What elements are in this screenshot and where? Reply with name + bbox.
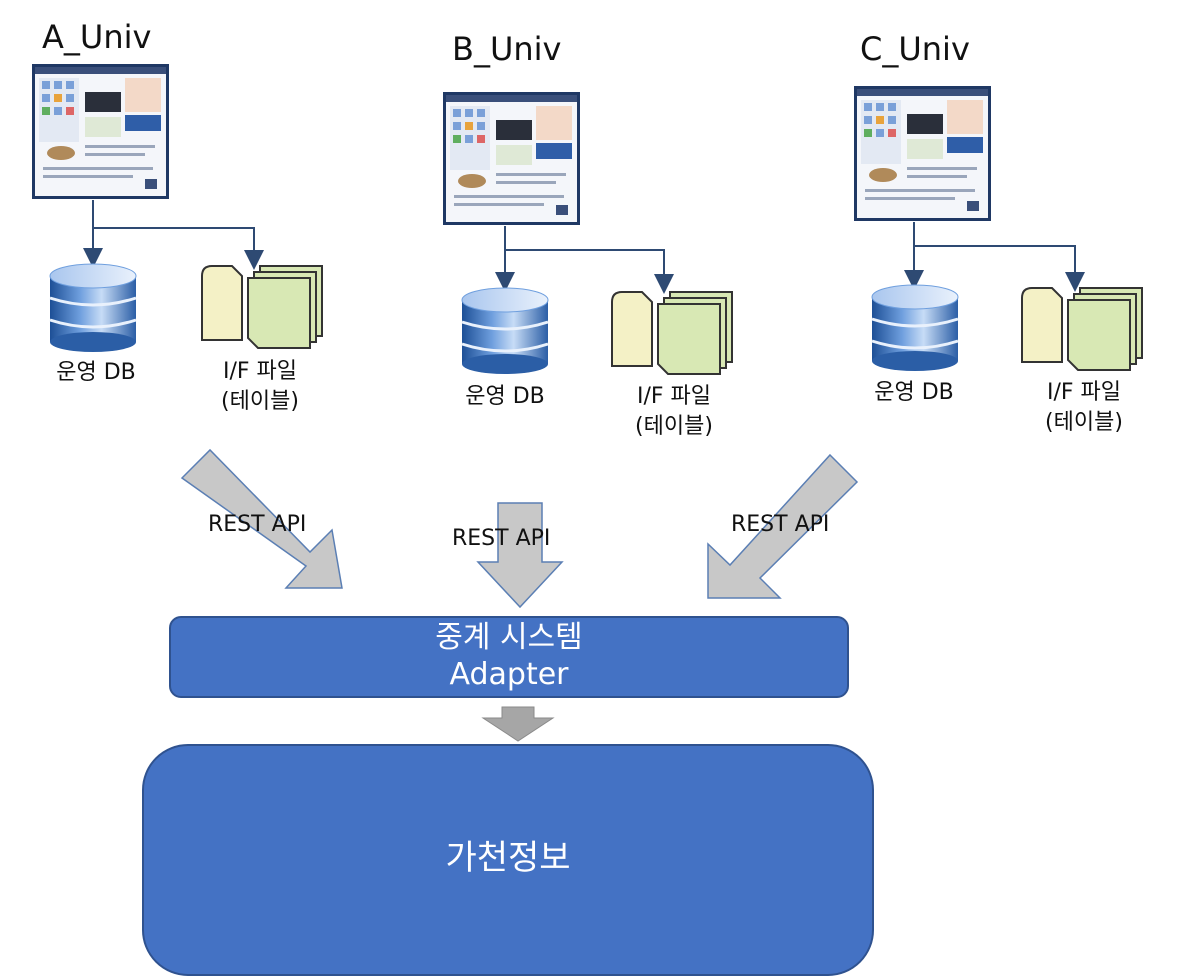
db-label-b: 운영 DB — [465, 384, 545, 409]
connector-a — [83, 200, 264, 270]
univ-title-b: B_Univ — [452, 30, 562, 68]
database-icon-a — [49, 263, 137, 352]
connector-c — [904, 222, 1085, 292]
file-stack-icon-a — [201, 265, 323, 349]
file-label-c-line2: (테이블) — [1045, 410, 1123, 435]
flow-arrow-relay — [481, 706, 555, 742]
relay-system-title: 중계 시스템 — [435, 620, 583, 655]
flow-arrow-b — [476, 502, 564, 609]
database-icon-b — [461, 287, 549, 374]
file-label-b-line1: I/F 파일 — [636, 384, 712, 409]
target-system-box: 가천정보 — [142, 744, 874, 976]
univ-title-c: C_Univ — [860, 30, 970, 68]
file-label-a: I/F 파일 (테이블) — [200, 357, 320, 417]
file-label-c: I/F 파일 (테이블) — [1024, 378, 1144, 438]
target-system-label: 가천정보 — [445, 838, 571, 878]
relay-system-subtitle: Adapter — [449, 657, 569, 692]
db-label-a: 운영 DB — [56, 360, 136, 385]
file-label-b-line2: (테이블) — [635, 414, 713, 439]
file-stack-icon-b — [611, 291, 733, 375]
website-thumbnail-a — [32, 64, 169, 199]
file-label-a-line1: I/F 파일 — [222, 359, 298, 384]
file-stack-icon-c — [1021, 287, 1143, 371]
relay-system-box: 중계 시스템 Adapter — [169, 616, 849, 698]
flow-arrow-c — [707, 453, 859, 599]
rest-api-label-b: REST API — [452, 526, 551, 551]
file-label-c-line1: I/F 파일 — [1046, 380, 1122, 405]
flow-arrow-a — [180, 448, 343, 589]
database-icon-c — [871, 284, 959, 371]
db-label-c: 운영 DB — [874, 380, 954, 405]
file-label-b: I/F 파일 (테이블) — [614, 382, 734, 442]
connector-b — [495, 226, 674, 294]
rest-api-label-c: REST API — [731, 512, 830, 537]
website-thumbnail-c — [854, 86, 991, 221]
rest-api-label-a: REST API — [208, 512, 307, 537]
univ-title-a: A_Univ — [42, 18, 152, 56]
website-thumbnail-b — [443, 92, 580, 225]
file-label-a-line2: (테이블) — [221, 389, 299, 414]
